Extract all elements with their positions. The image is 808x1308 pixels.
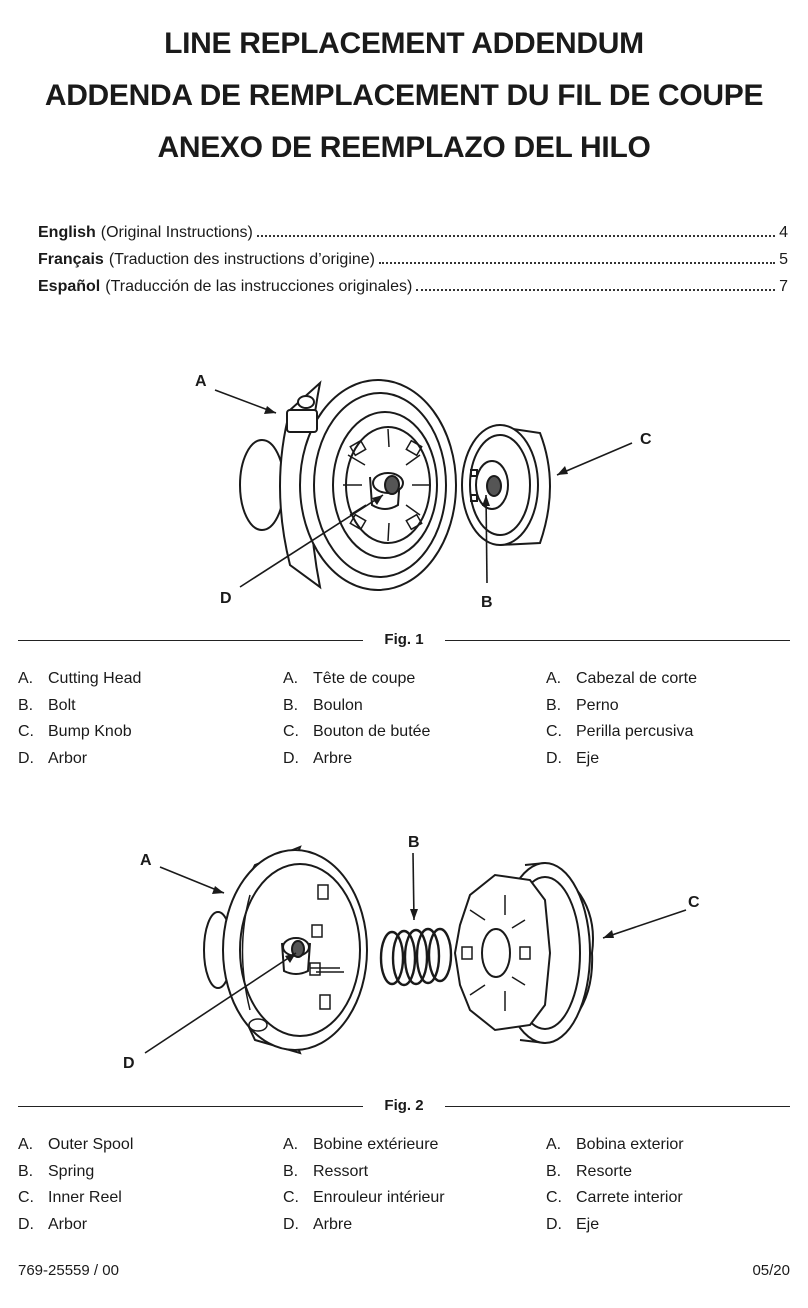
toc-leader: [416, 289, 776, 291]
toc-language: English: [38, 224, 96, 241]
legend-item: A.Cutting Head: [18, 670, 142, 687]
caption-rule-left: [18, 1106, 363, 1107]
fig1-callout-b: B: [481, 594, 493, 611]
caption-rule-right: [445, 1106, 790, 1107]
legend-item: B.Bolt: [18, 696, 76, 714]
toc-page: 5: [779, 251, 788, 268]
legend-item: A.Bobina exterior: [546, 1136, 684, 1153]
legend-item: B.Boulon: [283, 696, 363, 714]
legend-item: B.Ressort: [283, 1162, 369, 1180]
caption-rule-left: [18, 640, 363, 641]
fig1-illustration: A C D B: [195, 373, 652, 611]
fig2-caption: Fig. 2: [18, 1096, 790, 1116]
fig2-illustration: A B C D: [123, 834, 700, 1072]
fig2-callout-b: B: [408, 834, 420, 851]
legend-item: C.Enrouleur intérieur: [283, 1189, 445, 1206]
title-english: LINE REPLACEMENT ADDENDUM: [164, 27, 644, 60]
toc-page: 4: [779, 224, 788, 241]
toc-leader: [379, 262, 776, 264]
fig2-legend-spanish: A.Bobina exterior B.Resorte C.Carrete in…: [546, 1136, 806, 1242]
legend-item: A.Outer Spool: [18, 1136, 134, 1153]
legend-item: D.Arbor: [18, 1215, 88, 1233]
fig2-callout-c: C: [688, 894, 700, 911]
toc-page: 7: [779, 278, 788, 295]
legend-item: D.Eje: [546, 749, 600, 767]
fig1-callout-d: D: [220, 590, 232, 607]
fig1-callout-a: A: [195, 373, 207, 390]
toc-description: (Traducción de las instrucciones origina…: [105, 278, 413, 295]
legend-item: A.Tête de coupe: [283, 670, 416, 687]
toc-description: (Original Instructions): [100, 224, 253, 241]
fig1-callout-c: C: [640, 431, 652, 448]
fig2-legend-english: A.Outer Spool B.Spring C.Inner Reel D.Ar…: [18, 1136, 278, 1242]
title-spanish: ANEXO DE REEMPLAZO DEL HILO: [157, 131, 651, 164]
toc-entry-english[interactable]: English (Original Instructions) 4: [38, 224, 788, 251]
fig1-legend-french: A.Tête de coupe B.Boulon C.Bouton de but…: [283, 670, 543, 776]
legend-item: D.Arbor: [18, 749, 88, 767]
toc-description: (Traduction des instructions d’origine): [108, 251, 376, 268]
legend-item: C.Perilla percusiva: [546, 723, 694, 740]
part-number: 769-25559 / 00: [18, 1262, 119, 1279]
toc-language: Español: [38, 278, 101, 295]
legend-item: C.Bump Knob: [18, 723, 132, 740]
fig2-callout-d: D: [123, 1055, 135, 1072]
legend-item: B.Spring: [18, 1162, 95, 1180]
fig2-caption-label: Fig. 2: [384, 1097, 424, 1114]
document-titles: LINE REPLACEMENT ADDENDUM ADDENDA DE REM…: [0, 18, 808, 174]
table-of-contents: English (Original Instructions) 4 França…: [38, 224, 788, 305]
fig2-legend-french: A.Bobine extérieure B.Ressort C.Enrouleu…: [283, 1136, 543, 1242]
legend-item: C.Carrete interior: [546, 1189, 683, 1206]
revision-date: 05/20: [752, 1262, 790, 1279]
toc-entry-french[interactable]: Français (Traduction des instructions d’…: [38, 251, 788, 278]
legend-item: A.Cabezal de corte: [546, 670, 697, 687]
legend-item: D.Eje: [546, 1215, 600, 1233]
toc-leader: [256, 235, 776, 237]
toc-entry-spanish[interactable]: Español (Traducción de las instrucciones…: [38, 278, 788, 305]
fig1-legend-english: A.Cutting Head B.Bolt C.Bump Knob D.Arbo…: [18, 670, 278, 776]
legend-item: D.Arbre: [283, 749, 353, 767]
fig1-legend-spanish: A.Cabezal de corte B.Perno C.Perilla per…: [546, 670, 806, 776]
title-french: ADDENDA DE REMPLACEMENT DU FIL DE COUPE: [44, 79, 764, 112]
fig2-callout-a: A: [140, 852, 152, 869]
fig1-caption: Fig. 1: [18, 630, 790, 650]
legend-item: A.Bobine extérieure: [283, 1136, 439, 1153]
legend-item: C.Inner Reel: [18, 1189, 122, 1206]
fig1-caption-label: Fig. 1: [384, 631, 424, 648]
caption-rule-right: [445, 640, 790, 641]
toc-language: Français: [38, 251, 104, 268]
legend-item: B.Perno: [546, 696, 619, 714]
legend-item: D.Arbre: [283, 1215, 353, 1233]
legend-item: B.Resorte: [546, 1162, 633, 1180]
legend-item: C.Bouton de butée: [283, 723, 431, 740]
